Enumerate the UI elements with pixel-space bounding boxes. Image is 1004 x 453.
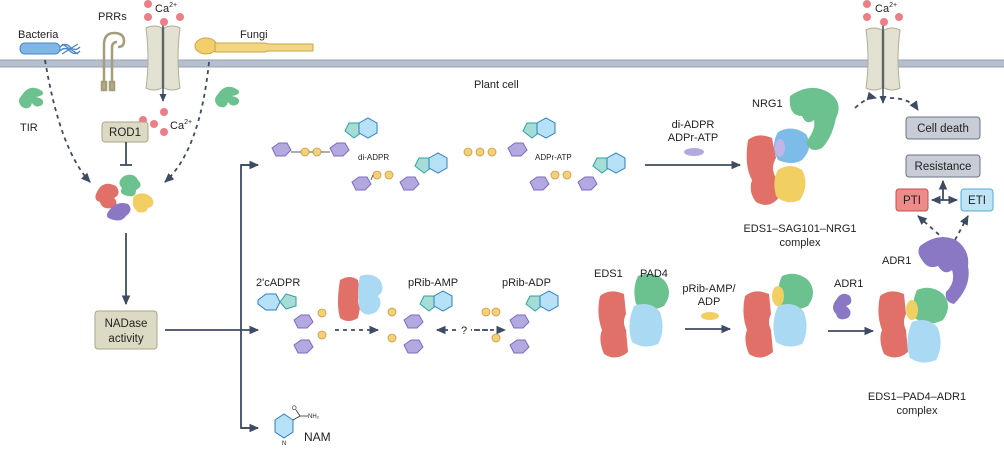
nadase-label-line2: activity (108, 333, 143, 345)
ligand-bottom-label-line2: ADP (698, 296, 721, 308)
eds1-pad4-adr1-label-line1: EDS1–PAD4–ADR1 (868, 391, 966, 403)
prib-adp-label: pRib-ADP (502, 277, 551, 289)
pad4-label: PAD4 (640, 268, 668, 280)
eds1-pad4-bound-complex-icon (743, 273, 813, 358)
eds1-sag101-nrg1-label-line2: complex (780, 237, 821, 249)
nadase-activity-box: NADase activity (94, 310, 158, 350)
calcium-channel-left (145, 24, 181, 102)
nam-oxygen-label: O (292, 406, 297, 412)
tir-label: TIR (20, 122, 38, 134)
adr1-bound-label: ADR1 (882, 255, 911, 267)
eti-label: ETI (968, 195, 986, 207)
cadpr-molecule (257, 293, 327, 354)
calcium-channel-right (865, 24, 901, 104)
pti-label: PTI (903, 195, 921, 207)
di-adpr-label: di-ADPR (358, 153, 389, 162)
eti-box: ETI (960, 188, 994, 212)
calcium-label-inner-left: Ca2+ (170, 119, 192, 132)
fungi-to-tir-dashed-arrow (164, 61, 210, 183)
di-adpr-ligand-icon (684, 148, 704, 156)
adr1-to-eti-dashed-arrow (954, 215, 969, 241)
resistance-label: Resistance (915, 161, 972, 173)
nadase-branch-arrows (165, 160, 260, 433)
adr1-free-icon (833, 293, 852, 320)
eds1-label: EDS1 (594, 268, 623, 280)
nam-molecule (274, 409, 308, 439)
prr-receptor-icon (100, 31, 126, 92)
rod1-inhibition-line (120, 142, 132, 166)
bacteria-icon (19, 42, 81, 55)
prib-amp-label: pRib-AMP (408, 277, 458, 289)
calcium-ions-top-right (863, 0, 903, 26)
di-adpr-molecule (271, 117, 448, 191)
resistance-box: Resistance (905, 154, 981, 178)
eds1-pad4-complex-icon (598, 273, 669, 358)
cell-death-label: Cell death (917, 123, 969, 135)
tir-protein-icon (19, 86, 240, 109)
bacteria-to-tir-dashed-arrow (44, 59, 91, 183)
prib-adp-molecule (481, 290, 559, 354)
calcium-ions-top-left (144, 0, 184, 26)
eds1-pad4-adr1-label-line2: complex (897, 405, 938, 417)
ligand-bottom-label-line1: pRib-AMP/ (682, 283, 736, 295)
prrs-label: PRRs (98, 11, 127, 23)
adr1-to-pti-dashed-arrow (917, 215, 946, 241)
calcium-ions-inner-left (139, 108, 168, 136)
ligand-top-label-line1: di-ADPR (672, 119, 715, 131)
pti-eti-resistance-arrows (930, 179, 959, 205)
nadase-label-line1: NADase (105, 318, 148, 330)
adr1-free-label: ADR1 (834, 278, 863, 290)
nrg1-label: NRG1 (752, 98, 783, 110)
fungi-icon (194, 37, 314, 55)
nam-label: NAM (304, 430, 331, 444)
pti-box: PTI (895, 188, 929, 212)
ligand-top-label-line2: ADPr-ATP (668, 132, 719, 144)
plant-cell-label: Plant cell (474, 79, 519, 91)
adpr-atp-label: ADPr-ATP (535, 153, 572, 162)
prib-ligand-icon (701, 312, 719, 320)
tir-oligomer-icon (95, 174, 154, 221)
eds1-pad4-adr1-complex-icon (878, 237, 969, 363)
question-mark: ? (461, 325, 467, 337)
prib-amp-molecule (387, 290, 453, 354)
bacteria-label: Bacteria (18, 29, 59, 41)
hydrolase-enzyme-icon (338, 274, 383, 321)
channel-to-cell-death-dashed-arrow (889, 97, 919, 111)
cell-death-box: Cell death (905, 116, 981, 140)
nam-nh2-label: NH₂ (308, 414, 320, 420)
fungi-label: Fungi (240, 29, 268, 41)
eds1-sag101-nrg1-complex-icon (746, 87, 839, 205)
rod1-box: ROD1 (101, 121, 149, 143)
cadpr-label: 2'cADPR (256, 277, 300, 289)
rod1-label: ROD1 (109, 127, 141, 139)
nrg1-to-channel-dashed-arrow (854, 91, 878, 109)
calcium-label-top-left: Ca2+ (155, 2, 177, 15)
calcium-label-top-right: Ca2+ (875, 2, 897, 15)
nam-nitrogen-label: N (282, 441, 286, 447)
eds1-sag101-nrg1-label-line1: EDS1–SAG101–NRG1 (743, 223, 856, 235)
